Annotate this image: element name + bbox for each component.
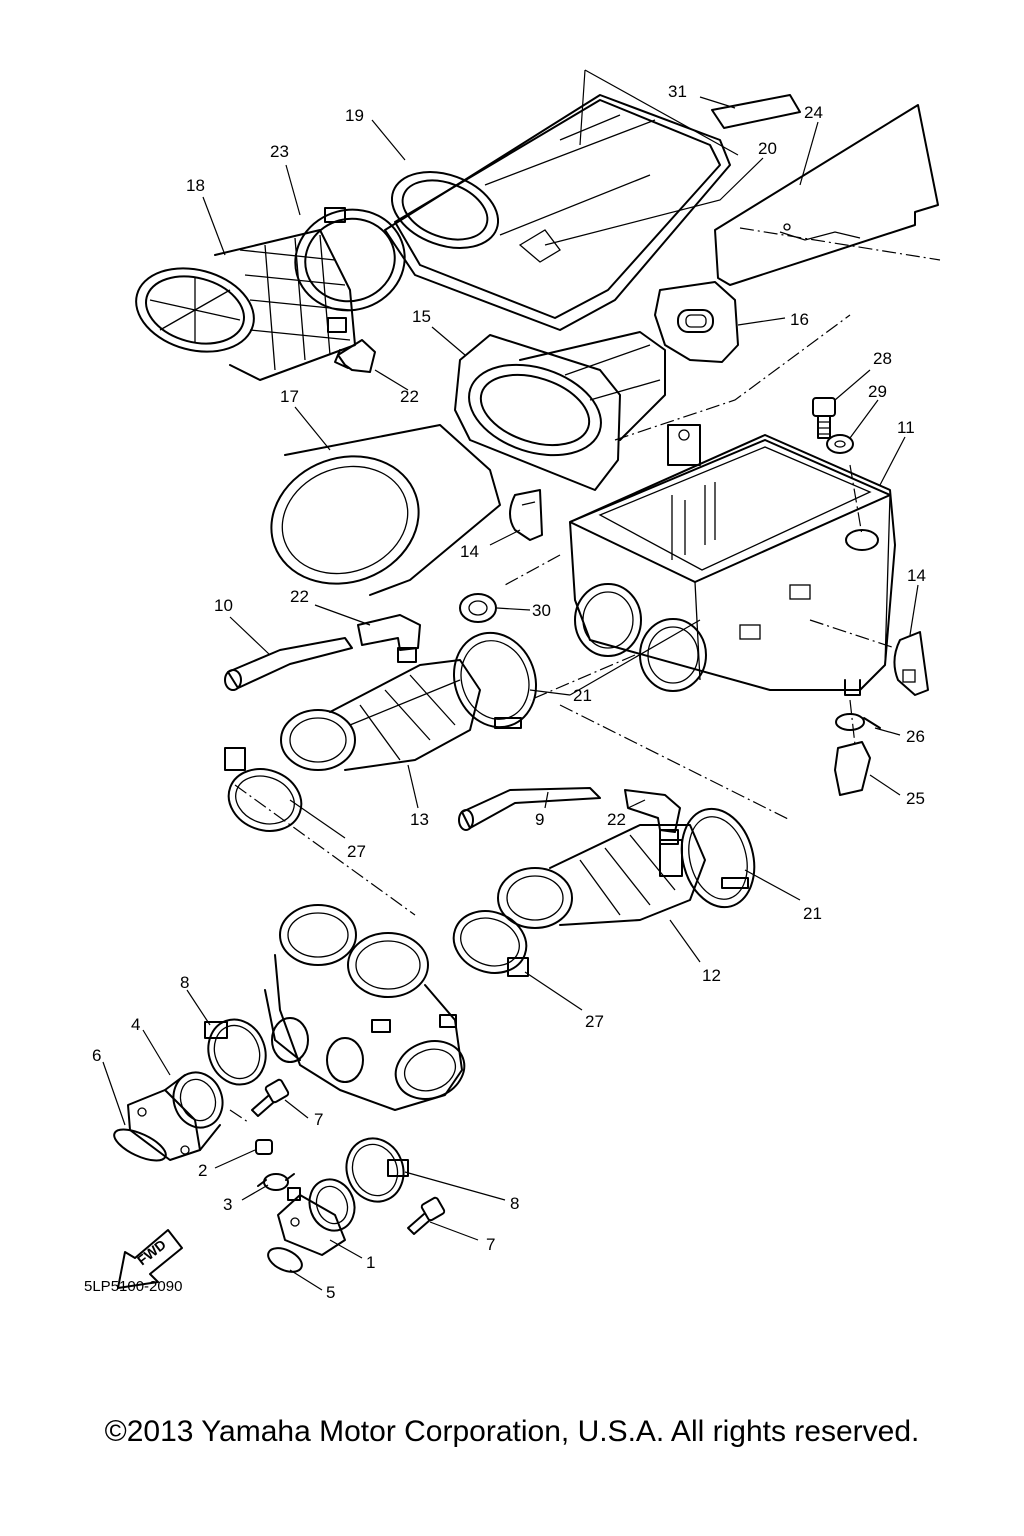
part-21-clamp-lower <box>680 807 756 909</box>
callout-1: 1 <box>366 1253 375 1272</box>
callout-24: 24 <box>804 103 823 122</box>
callout-22-lower: 22 <box>607 810 626 829</box>
carburetor-assembly <box>264 904 466 1111</box>
callout-27-left: 27 <box>347 842 366 861</box>
callout-3: 3 <box>223 1195 232 1214</box>
part-22-elbow-lower <box>624 789 681 845</box>
callout-15: 15 <box>412 307 431 326</box>
callout-26: 26 <box>906 727 925 746</box>
copyright-notice: ©2013 Yamaha Motor Corporation, U.S.A. A… <box>104 1415 920 1448</box>
callout-29: 29 <box>868 382 887 401</box>
part-7-bolt-lower <box>407 1196 446 1235</box>
part-8-clamp-upper <box>204 1018 267 1086</box>
callout-22-middle: 22 <box>290 587 309 606</box>
callout-18: 18 <box>186 176 205 195</box>
callout-28: 28 <box>873 349 892 368</box>
part-3-clip <box>257 1173 295 1191</box>
part-31-decal <box>711 94 801 129</box>
part-6-o-ring <box>113 1128 167 1162</box>
part-4-intake-manifold <box>127 1071 224 1161</box>
part-29-washer <box>826 434 854 454</box>
callout-21-upper: 21 <box>573 686 592 705</box>
part-8-clamp-lower <box>345 1137 409 1203</box>
part-18-intake-funnel <box>135 229 356 381</box>
callout-7-upper: 7 <box>314 1110 323 1129</box>
part-22-elbow-middle <box>357 614 421 663</box>
diagram-code: 5LP5100-2090 <box>84 1278 182 1295</box>
part-17-funnel <box>270 424 501 596</box>
part-12-joint <box>497 824 706 929</box>
callout-21-lower: 21 <box>803 904 822 923</box>
part-14-clip-upper <box>509 489 543 541</box>
callout-30: 30 <box>532 601 551 620</box>
callout-leader-lines <box>102 69 919 1291</box>
callout-5: 5 <box>326 1283 335 1302</box>
part-14-clip-right <box>893 631 929 696</box>
part-19-airbox-lid <box>384 94 731 331</box>
part-10-hose <box>224 637 353 691</box>
callout-11: 11 <box>897 418 915 437</box>
part-7-bolt-upper <box>251 1078 290 1117</box>
part-16-grommet-plate <box>654 281 739 363</box>
callout-8-lower: 8 <box>510 1194 519 1213</box>
callout-12: 12 <box>702 966 721 985</box>
part-27-clamp-right <box>452 910 529 977</box>
callout-8-upper: 8 <box>180 973 189 992</box>
part-15-air-filter <box>454 331 666 491</box>
callout-22-top: 22 <box>400 387 419 406</box>
assembly-center-lines <box>229 227 941 1123</box>
callout-16: 16 <box>790 310 809 329</box>
part-9-hose <box>458 787 601 831</box>
callout-27-right: 27 <box>585 1012 604 1031</box>
part-27-clamp-left <box>224 747 303 832</box>
callout-13: 13 <box>410 810 429 829</box>
part-25-drain-cap <box>834 741 871 796</box>
callout-7-lower: 7 <box>486 1235 495 1254</box>
callout-17: 17 <box>280 387 299 406</box>
part-13-joint <box>280 659 481 771</box>
callout-10: 10 <box>214 596 233 615</box>
part-26-clip <box>835 713 881 731</box>
part-30-grommet <box>459 593 497 623</box>
callout-19: 19 <box>345 106 364 125</box>
callout-25: 25 <box>906 789 925 808</box>
callout-23: 23 <box>270 142 289 161</box>
part-28-bolt <box>812 397 836 439</box>
callout-14-upper: 14 <box>460 542 479 561</box>
part-21-clamp-upper <box>452 631 538 729</box>
callout-20: 20 <box>758 139 777 158</box>
part-23-joint-band <box>294 207 406 333</box>
callout-14-right: 14 <box>907 566 926 585</box>
callout-4: 4 <box>131 1015 140 1034</box>
part-24-side-plate <box>714 104 939 286</box>
callout-9: 9 <box>535 810 544 829</box>
callout-6: 6 <box>92 1046 101 1065</box>
callout-31: 31 <box>668 82 687 101</box>
part-1-intake-manifold <box>277 1178 356 1256</box>
callout-2: 2 <box>198 1161 207 1180</box>
part-22-elbow-top <box>334 339 376 373</box>
callout-labels: 31 24 19 20 23 18 16 15 28 29 11 17 22 1… <box>92 82 926 1302</box>
part-11-airbox-case <box>569 424 896 696</box>
part-2-cap <box>255 1139 273 1155</box>
part-5-o-ring <box>267 1247 303 1273</box>
